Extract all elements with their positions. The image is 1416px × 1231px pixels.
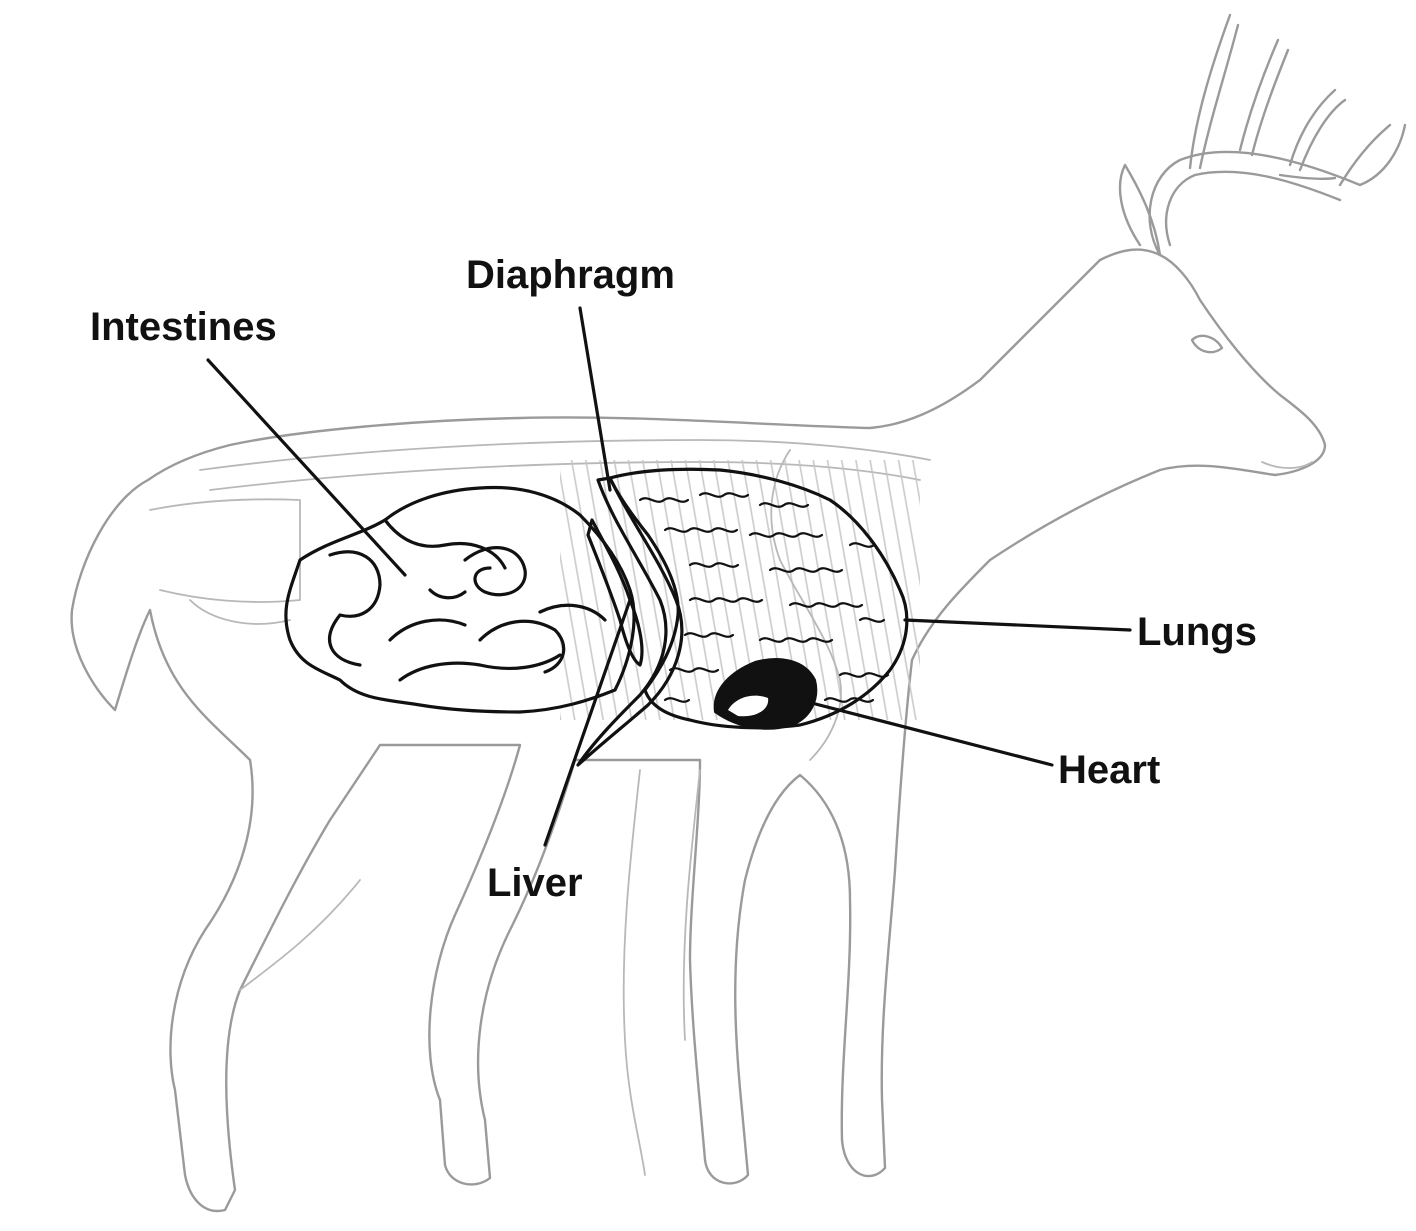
antlers bbox=[1150, 15, 1405, 255]
lungs-label: Lungs bbox=[1137, 610, 1257, 654]
lungs-leader bbox=[905, 620, 1130, 630]
skeleton-hints bbox=[150, 440, 930, 760]
heart-leader bbox=[800, 700, 1052, 765]
intestines-label: Intestines bbox=[90, 305, 277, 349]
intestines-leader bbox=[208, 360, 405, 575]
heart-label: Heart bbox=[1058, 748, 1160, 792]
liver-label: Liver bbox=[487, 861, 583, 905]
diaphragm-label: Diaphragm bbox=[466, 253, 675, 297]
